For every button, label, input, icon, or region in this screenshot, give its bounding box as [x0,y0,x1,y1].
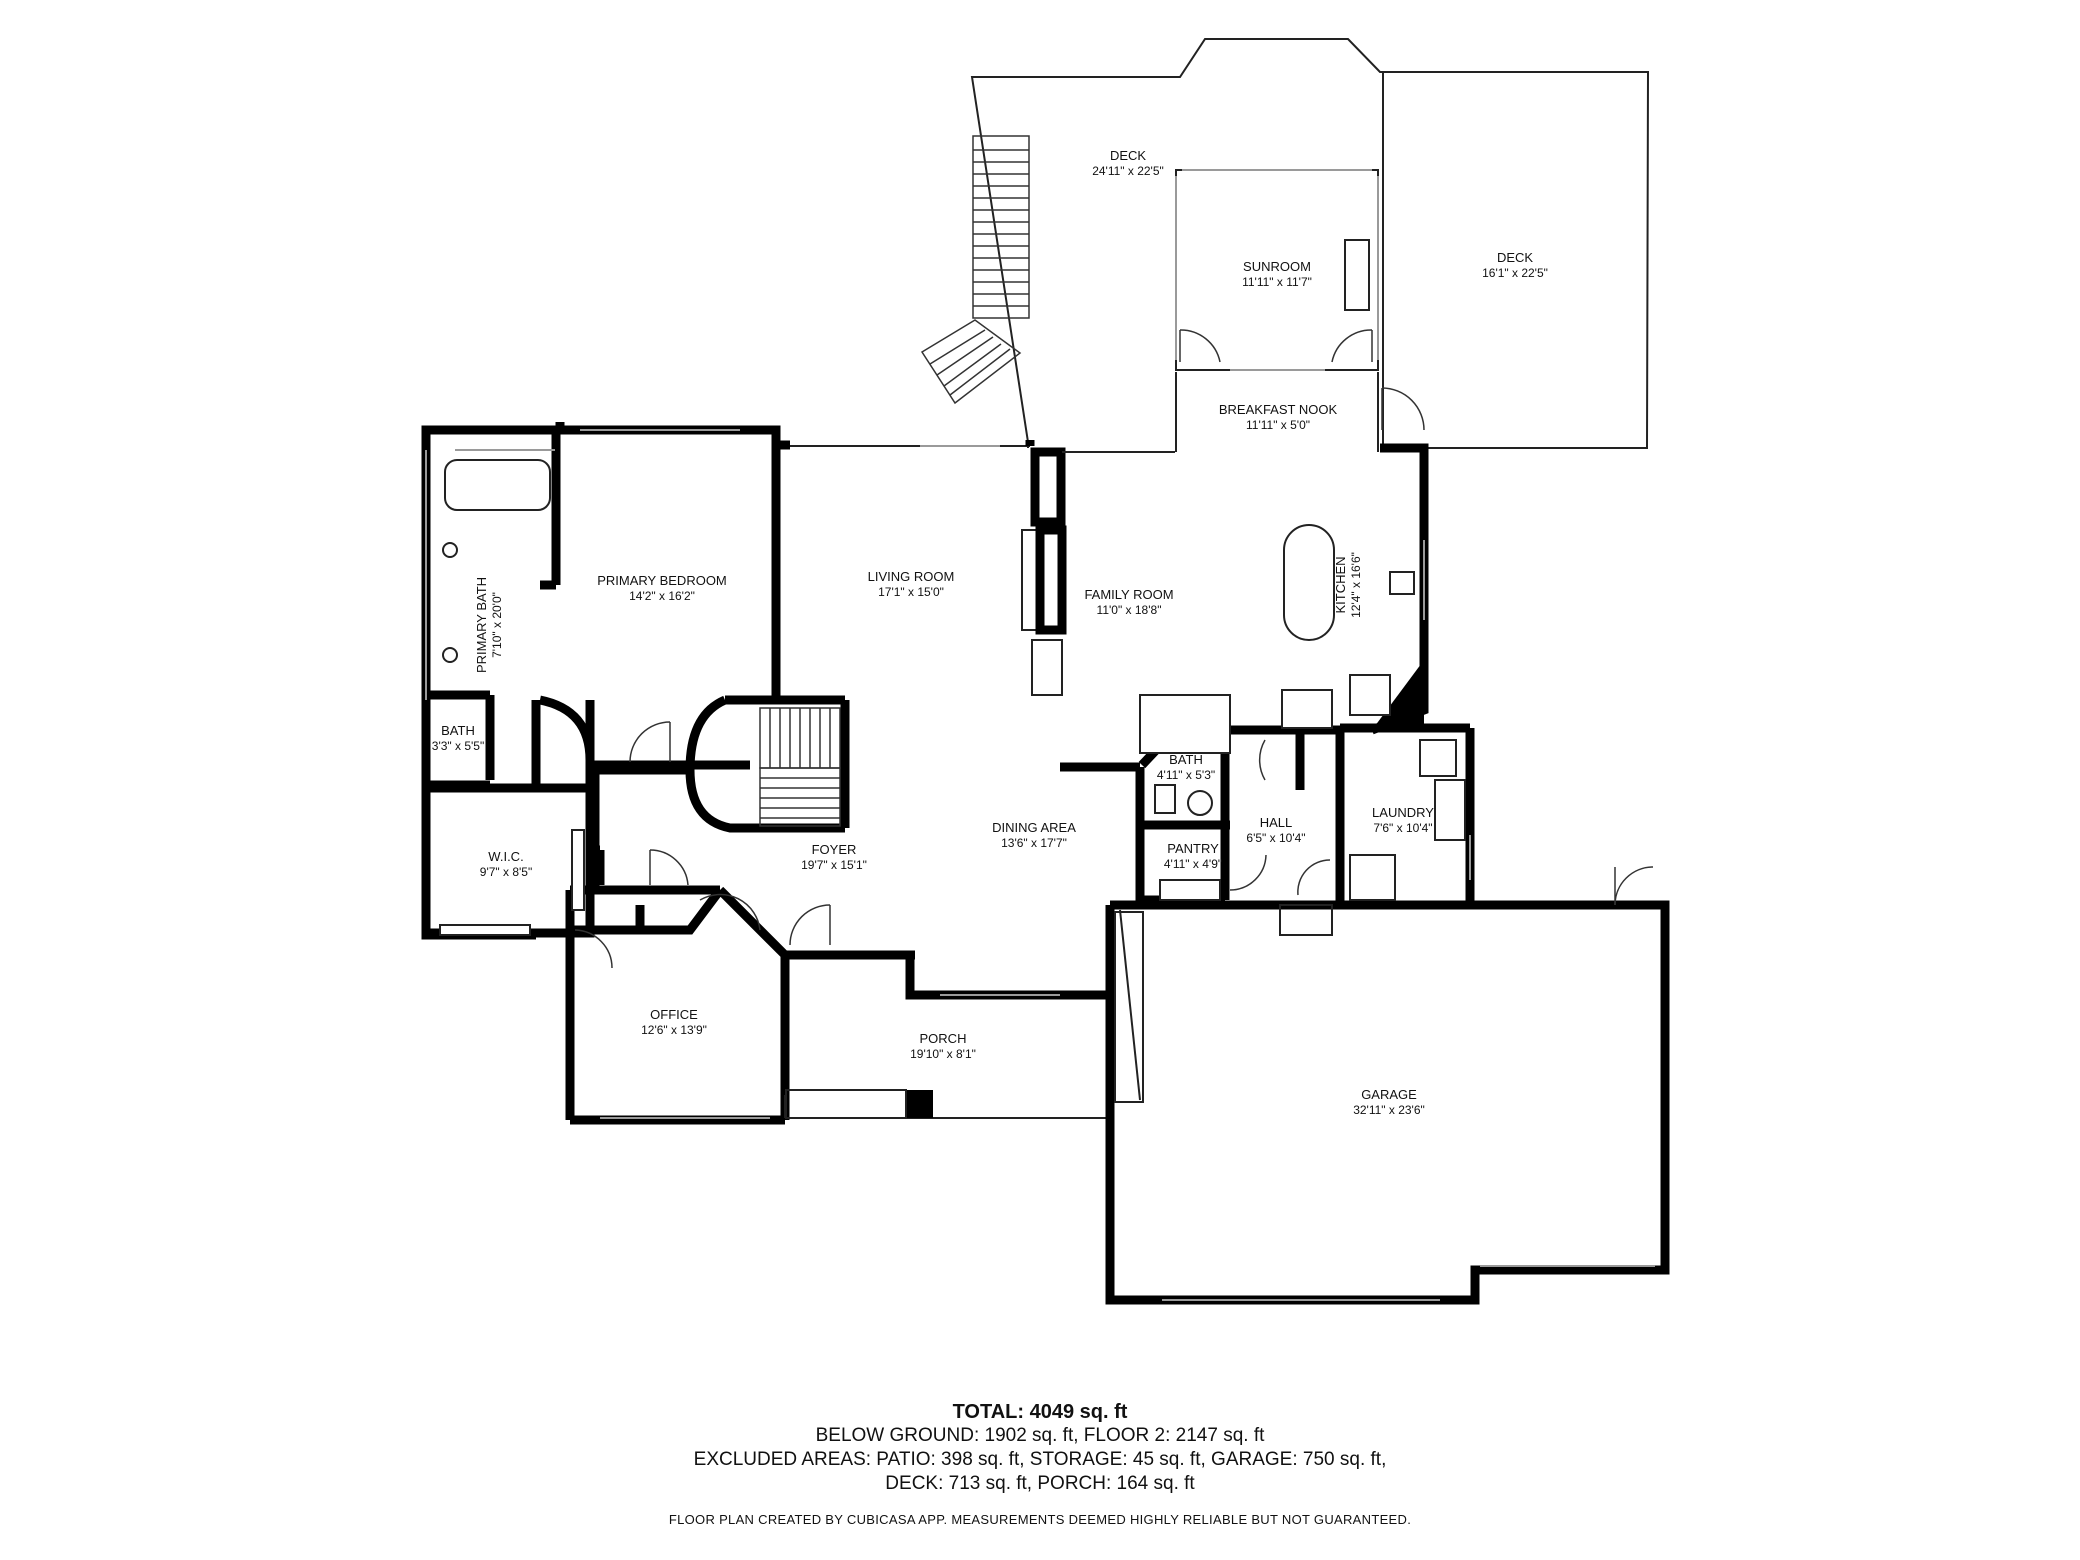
room-dims: 4'11" x 5'3" [1157,768,1215,782]
room-name: GARAGE [1361,1087,1417,1102]
room-dims: 12'6" x 13'9" [641,1023,707,1037]
room-dims: 19'7" x 15'1" [801,858,867,872]
deck-outlines [970,38,1650,449]
room-name: PRIMARY BATH [474,577,489,673]
room-dims: 7'10" x 20'0" [490,592,504,658]
room-dims: 13'6" x 17'7" [1001,836,1067,850]
room-name: LAUNDRY [1372,805,1434,820]
room-name: PRIMARY BEDROOM [597,573,727,588]
room-name: SUNROOM [1243,259,1311,274]
room-name: DECK [1110,148,1146,163]
summary-line-3: DECK: 713 sq. ft, PORCH: 164 sq. ft [885,1473,1195,1494]
room-dims: 11'11" x 5'0" [1246,418,1310,432]
room-dims: 19'10" x 8'1" [910,1047,976,1061]
area-summary: TOTAL: 4049 sq. ft BELOW GROUND: 1902 sq… [0,1400,2080,1496]
room-name: FOYER [812,842,857,857]
room-name: BREAKFAST NOOK [1219,402,1338,417]
summary-line-1: BELOW GROUND: 1902 sq. ft, FLOOR 2: 2147… [815,1425,1265,1446]
room-name: FAMILY ROOM [1084,587,1173,602]
room-dims: 17'1" x 15'0" [878,585,944,599]
main-walls [421,372,1670,1305]
room-name: OFFICE [650,1007,698,1022]
room-name: KITCHEN [1333,556,1348,613]
room-labels: DECK 24'11" x 22'5" SUNROOM 11'11" x 11'… [432,148,1548,1117]
room-dims: 9'7" x 8'5" [480,865,532,879]
room-name: W.I.C. [488,849,523,864]
sunroom-walls [1175,169,1425,431]
room-dims: 14'2" x 16'2" [629,589,695,603]
room-dims: 12'4" x 16'6" [1349,552,1363,618]
room-dims: 32'11" x 23'6" [1353,1103,1425,1117]
room-dims: 16'1" x 22'5" [1482,266,1548,280]
room-name: PORCH [920,1031,967,1046]
room-name: BATH [441,723,475,738]
summary-line-2: EXCLUDED AREAS: PATIO: 398 sq. ft, STORA… [693,1449,1387,1470]
total-area: TOTAL: 4049 sq. ft [952,1401,1128,1423]
room-name: PANTRY [1167,841,1219,856]
room-dims: 11'11" x 11'7" [1242,275,1312,289]
room-dims: 6'5" x 10'4" [1246,831,1305,845]
room-dims: 3'3" x 5'5" [432,739,484,753]
room-name: DINING AREA [992,820,1076,835]
room-name: DECK [1497,250,1533,265]
room-dims: 24'11" x 22'5" [1092,164,1164,178]
room-dims: 4'11" x 4'9" [1164,857,1222,871]
room-dims: 7'6" x 10'4" [1373,821,1432,835]
room-name: HALL [1260,815,1293,830]
room-name: LIVING ROOM [868,569,955,584]
room-name: BATH [1169,752,1203,767]
room-dims: 11'0" x 18'8" [1097,603,1162,617]
exterior-stairs [920,135,1030,405]
disclaimer: FLOOR PLAN CREATED BY CUBICASA APP. MEAS… [668,1512,1412,1527]
